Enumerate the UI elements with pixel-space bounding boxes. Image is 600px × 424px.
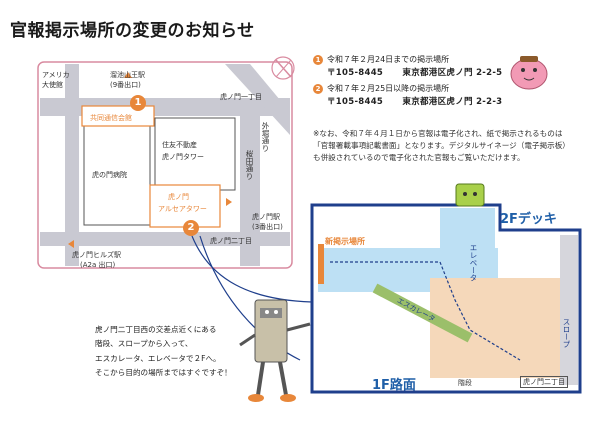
map-label-america: アメリカ [42, 71, 70, 79]
map-label-hills-exit: (A2a 出口) [80, 261, 116, 269]
item2-addr: 東京都港区虎ノ門 2-2-3 [402, 96, 503, 107]
floor-label-elevator: エレベータ [469, 244, 478, 282]
green-mascot-icon [455, 183, 485, 207]
slope-area [560, 235, 578, 385]
block-arcea [149, 184, 221, 228]
block-hospital [83, 119, 151, 226]
map-label-sumitomo2: 虎ノ門タワー [162, 153, 204, 161]
caption-line-2: 階段、スロープから入って、 [95, 339, 193, 349]
floor-label-toranomon2-sign: 虎ノ門二丁目 [520, 376, 568, 388]
marker-1-icon: 1 [313, 55, 323, 65]
item2-zip: 〒105-8445 [327, 96, 384, 107]
floor-label-slope: スロープ [562, 318, 571, 348]
item2-text: 令和７年２月25日以降の掲示場所 [327, 83, 450, 93]
map-label-hospital: 虎の門病院 [92, 171, 127, 179]
map-marker-2: 2 [183, 220, 199, 236]
map-label-tameike: 溜池山王駅 [110, 71, 145, 79]
link-line-1 [191, 235, 313, 303]
map-label-toranomon2: 虎ノ門二丁目 [210, 237, 252, 245]
robot-mascot-icon [239, 299, 311, 402]
info-block: 1 令和７年２月24日までの掲示場所 〒105-8445 東京都港区虎ノ門 2-… [313, 54, 583, 112]
map-label-sotobori: 外堀通り [261, 122, 270, 152]
item1-address: 〒105-8445 東京都港区虎ノ門 2-2-5 [327, 67, 583, 80]
road-horizontal-bottom [40, 232, 290, 246]
floor-label-stairs: 階段 [458, 379, 472, 387]
item1-zip: 〒105-8445 [327, 68, 384, 78]
item2-address: 〒105-8445 東京都港区虎ノ門 2-2-3 [327, 96, 583, 109]
page-title: 官報掲示場所の変更のお知らせ [10, 21, 255, 41]
floor-label-new-location: 新掲示場所 [325, 237, 365, 246]
arrow-up-icon [124, 72, 132, 78]
arrow-left-icon [68, 240, 74, 248]
escalator-band [372, 283, 473, 343]
floor-label-street: 1F路面 [372, 378, 416, 393]
map-label-toranomon-station: 虎ノ門駅 [252, 213, 280, 221]
arrow-right-icon [226, 198, 232, 206]
caption-line-1: 虎ノ門二丁目西の交差点近くにある [95, 325, 217, 334]
floor-label-deck: 2Fデッキ [500, 212, 557, 227]
item1-text: 令和７年２月24日までの掲示場所 [327, 55, 450, 64]
map-marker-1: 1 [130, 95, 146, 111]
caption-block: 虎ノ門二丁目西の交差点近くにある 階段、スロープから入って、 エスカレータ、エレ… [95, 323, 232, 381]
new-location-marker [318, 244, 324, 284]
road-vertical-left [65, 64, 79, 266]
map-label-kyosai: 共同通信会館 [90, 114, 132, 122]
map-label-sumitomo1: 住友不動産 [162, 141, 197, 149]
block-kyosai [81, 105, 155, 127]
map-label-arcea2: アルセアタワー [158, 205, 207, 213]
map-label-sakurada: 桜田通り [245, 150, 254, 180]
road-sotobori [225, 64, 290, 135]
notice-note: ※なお、令和７年４月１日から官報は電子化され、紙で掲示されるものは「官報署載事項… [313, 129, 570, 163]
mascot-icon [510, 56, 548, 90]
block-sumitomo [154, 117, 236, 191]
compass-icon [271, 56, 295, 80]
map-label-tameike-exit: (9番出口) [110, 81, 141, 89]
map-label-embassy: 大使館 [42, 81, 63, 89]
road-sakurada [240, 116, 260, 266]
map-label-arcea1: 虎ノ門 [168, 193, 189, 201]
map-label-hills: 虎ノ門ヒルズ駅 [72, 251, 121, 259]
map-label-toranomon1: 虎ノ門一丁目 [220, 93, 262, 101]
item1-addr: 東京都港区虎ノ門 2-2-5 [402, 68, 503, 78]
caption-line-3: エスカレータ、エレベータで２Fへ。 [95, 353, 221, 363]
caption-line-4: そこから目的の場所まではすぐですぞ！ [95, 368, 232, 378]
map-label-toranomon-exit: (3番出口) [252, 223, 283, 231]
marker-2-icon: 2 [313, 83, 323, 94]
